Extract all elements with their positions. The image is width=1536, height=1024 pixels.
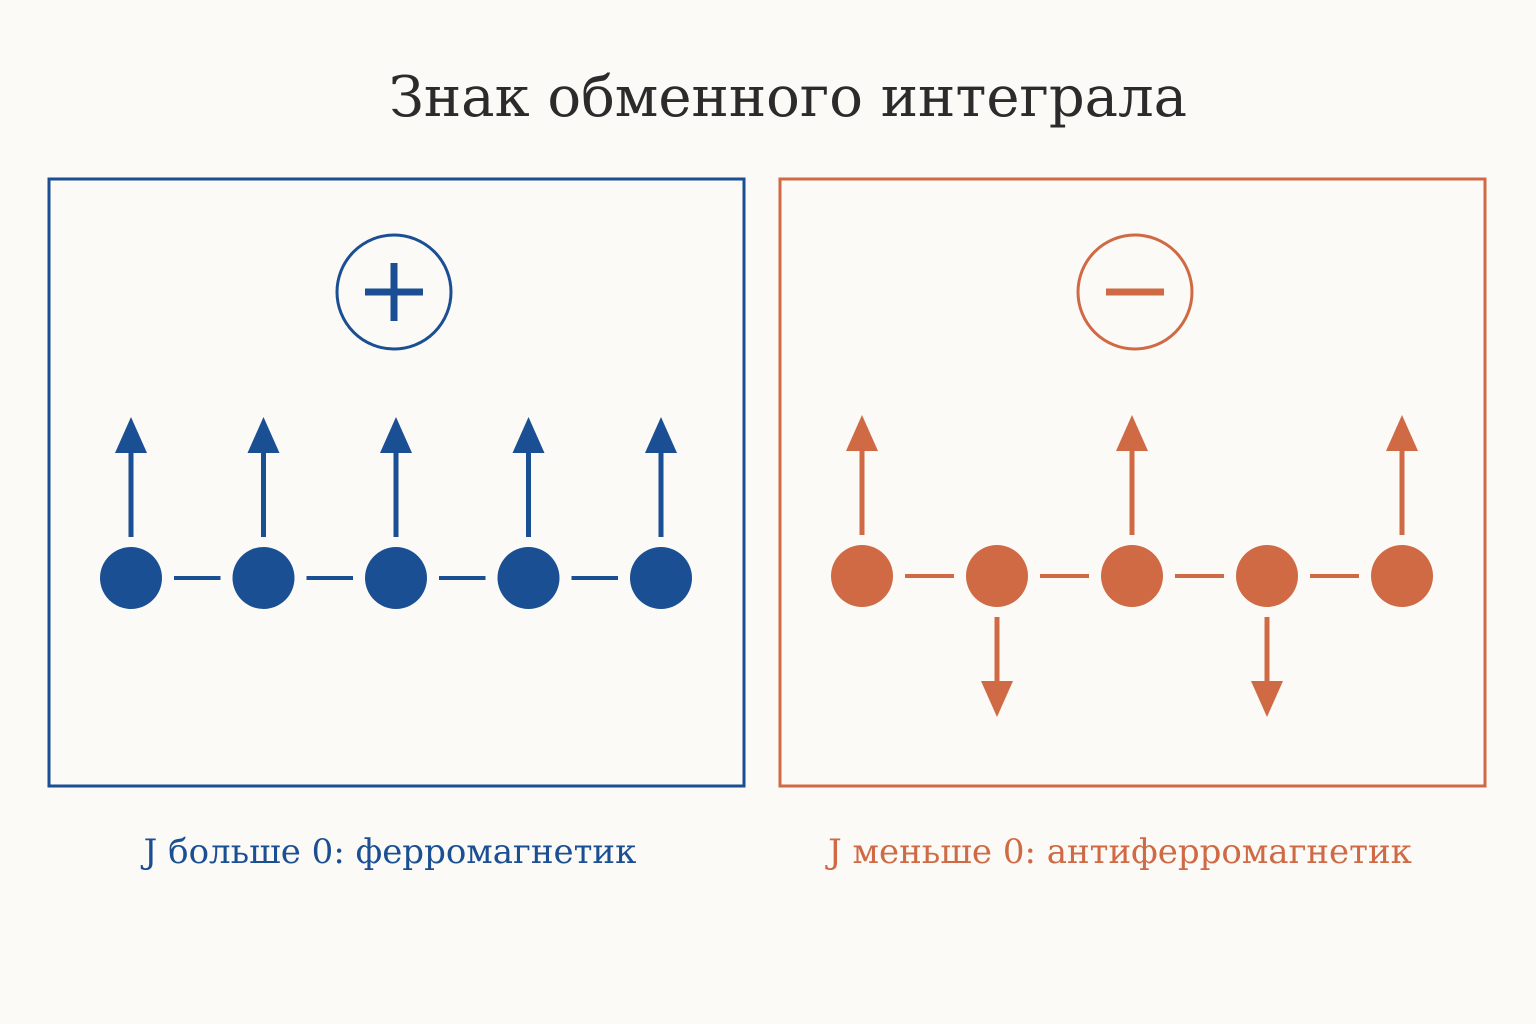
atom	[1101, 545, 1163, 607]
antiferromagnet-panel	[778, 177, 1487, 788]
atom	[630, 547, 692, 609]
arrow-head	[1116, 415, 1148, 451]
arrow-head	[115, 417, 147, 453]
arrow-head	[846, 415, 878, 451]
sign-circle	[1076, 233, 1194, 351]
minus-sign-icon	[1076, 233, 1194, 351]
arrow-head	[645, 417, 677, 453]
spin-up-arrow-icon	[247, 417, 280, 537]
arrow-head	[1386, 415, 1418, 451]
atom	[497, 547, 560, 609]
spin-up-arrow-icon	[1386, 415, 1418, 535]
spin-down-arrow-icon	[1251, 617, 1283, 717]
spin-up-arrow-icon	[512, 417, 545, 537]
sign-circle	[335, 233, 453, 351]
spin-up-arrow-icon	[645, 417, 677, 537]
atom	[100, 547, 162, 609]
atom	[1236, 545, 1298, 607]
arrow-head	[981, 681, 1013, 717]
spin-down-arrow-icon	[981, 617, 1013, 717]
ferromagnet-spin-chain	[100, 417, 692, 609]
ferromagnet-frame	[47, 177, 746, 788]
ferromagnet-caption: J больше 0: ферромагнетик	[141, 832, 637, 872]
spin-up-arrow-icon	[1116, 415, 1148, 535]
spin-up-arrow-icon	[846, 415, 878, 535]
arrow-head	[512, 417, 545, 453]
spin-up-arrow-icon	[380, 417, 412, 537]
diagram-title: Знак обменного интеграла	[389, 65, 1187, 130]
arrow-head	[247, 417, 280, 453]
arrow-head	[380, 417, 412, 453]
plus-sign-icon	[335, 233, 453, 351]
atom	[966, 545, 1028, 607]
antiferromagnet-caption: J меньше 0: антиферромагнетик	[825, 832, 1412, 872]
spin-up-arrow-icon	[115, 417, 147, 537]
antiferromagnet-frame	[778, 177, 1487, 788]
ferromagnet-panel	[47, 177, 746, 788]
arrow-head	[1251, 681, 1283, 717]
atom	[831, 545, 893, 607]
atom	[232, 547, 295, 609]
antiferromagnet-spin-chain	[831, 415, 1433, 717]
atom	[1371, 545, 1433, 607]
atom	[365, 547, 427, 609]
